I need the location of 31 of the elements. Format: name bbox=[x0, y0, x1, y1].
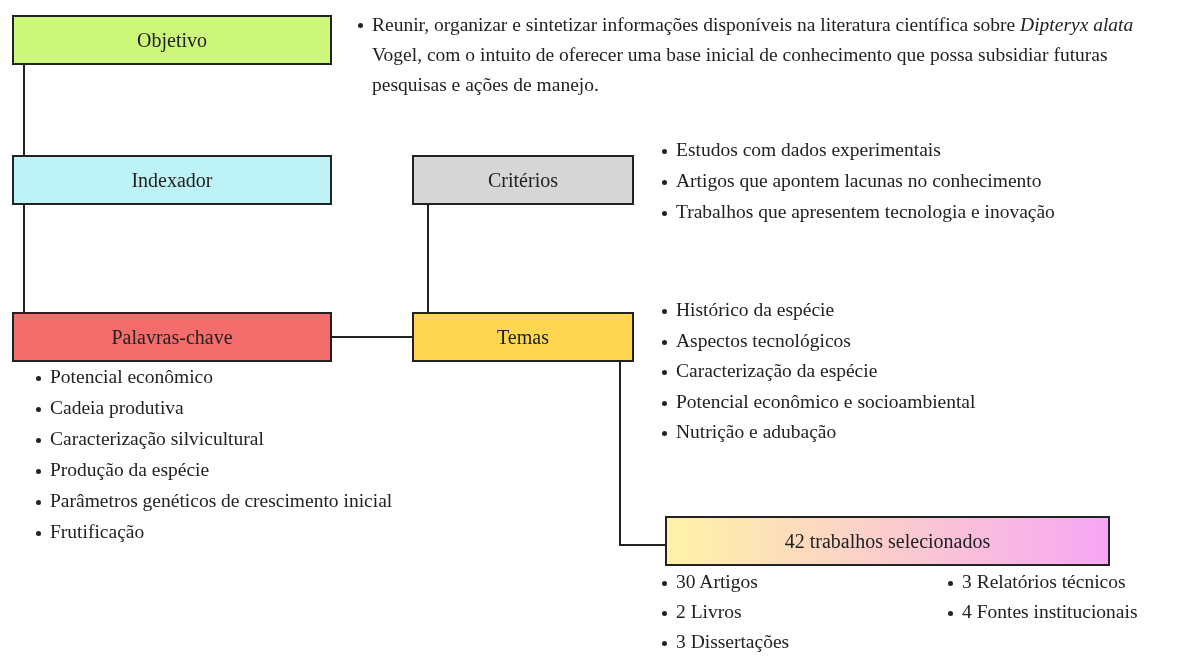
process-box: Indexador bbox=[12, 155, 332, 205]
bullet-item: Artigos que apontem lacunas no conhecimento bbox=[676, 169, 1042, 193]
connector-line bbox=[23, 204, 25, 313]
bullet-item: Potencial econômico e socioambiental bbox=[676, 389, 976, 414]
bullet-item: Caracterização da espécie bbox=[676, 359, 878, 383]
process-box: Temas bbox=[412, 312, 634, 362]
connector-line bbox=[23, 64, 25, 156]
bullet-item: Cadeia produtiva bbox=[50, 396, 184, 420]
process-box: Palavras-chave bbox=[12, 312, 332, 362]
connector-line bbox=[427, 204, 429, 313]
bullet-item: Nutrição e adubação bbox=[676, 420, 837, 444]
bullet-item: Histórico da espécie bbox=[676, 298, 835, 322]
process-box: Objetivo bbox=[12, 15, 332, 65]
bullet-item: Estudos com dados experimentais bbox=[676, 138, 941, 162]
bullet-item: 4 Fontes institucionais bbox=[962, 600, 1138, 624]
bullet-item: 3 Dissertações bbox=[676, 630, 790, 654]
bullet-item: Aspectos tecnológicos bbox=[676, 328, 851, 353]
bullet-item: 2 Livros bbox=[676, 600, 742, 624]
bullet-item: Caracterização silvicultural bbox=[50, 427, 264, 451]
bullet-item: 30 Artigos bbox=[676, 570, 758, 594]
bullet-item: Trabalhos que apresentem tecnologia e inovação bbox=[676, 200, 1055, 224]
bullet-item: Potencial econômico bbox=[50, 365, 213, 389]
process-box: 42 trabalhos selecionados bbox=[665, 516, 1110, 566]
bullet-item: Produção da espécie bbox=[50, 458, 210, 482]
connector-line bbox=[619, 361, 666, 546]
description-text: Reunir, organizar e sintetizar informações disponíveis na literatura científica sobre Dipteryx alata Vogel, com o intuito de oferecer uma base inicial de conhecimento que possa subsidiar futuras pesquisas e ações de manejo. bbox=[372, 13, 1135, 97]
bullet-item: Parâmetros genéticos de crescimento inicial bbox=[50, 489, 393, 513]
process-box: Critérios bbox=[412, 155, 634, 205]
bullet-item: Frutificação bbox=[50, 520, 145, 544]
connector-line bbox=[331, 336, 413, 338]
bullet-item: 3 Relatórios técnicos bbox=[962, 570, 1126, 594]
